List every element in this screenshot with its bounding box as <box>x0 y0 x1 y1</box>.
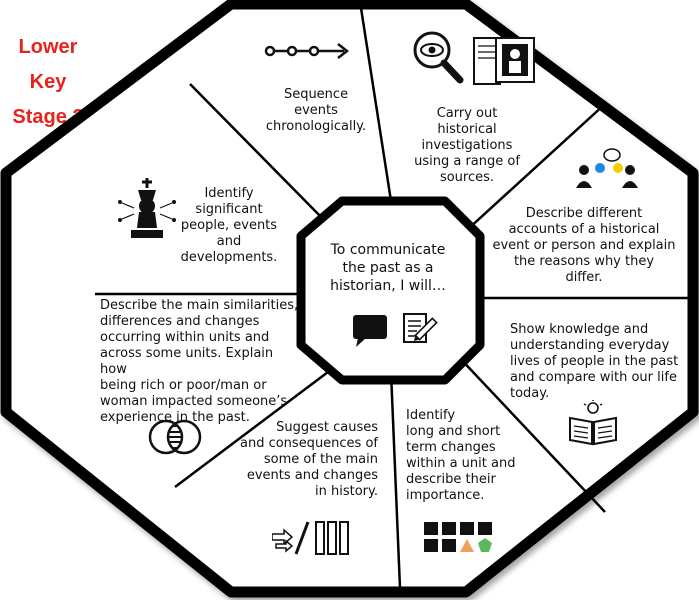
text-line: importance. <box>406 488 485 503</box>
text-line: Show knowledge and <box>510 322 649 337</box>
speech-bubble-icon <box>353 315 387 347</box>
open-book-lightbulb-icon <box>569 400 617 446</box>
text-line: Sequence <box>283 87 349 102</box>
notepad-pencil-icon <box>403 313 438 343</box>
text-line: chronologically. <box>265 119 367 134</box>
text-line: Carry out <box>436 106 498 121</box>
text-line: and consequences of <box>239 436 378 451</box>
text-line: Describe the main similarities, <box>100 298 299 313</box>
text-line: differ. <box>565 270 603 285</box>
text-line: Identify <box>406 408 456 423</box>
center-line: historian, I will… <box>330 278 446 294</box>
text-line: significant <box>195 202 263 217</box>
text-line: lives of people in the past <box>510 354 679 369</box>
text-line: accounts of a historical <box>508 222 660 237</box>
text-line: in history. <box>315 484 378 499</box>
center-line: To communicate <box>330 242 446 258</box>
text-line: today. <box>510 386 550 401</box>
segment-similarities-text: Describe the main similarities, differen… <box>100 298 304 426</box>
text-line: Describe different <box>525 206 643 221</box>
center-line: the past as a <box>342 260 434 276</box>
text-line: occurring within units and <box>100 330 270 345</box>
text-line: being rich or poor/man or <box>100 378 267 393</box>
timeline-arrow-icon <box>264 43 350 59</box>
segment-accounts-text: Describe different accounts of a histori… <box>484 206 684 286</box>
stage-title: Lower Key Stage 2 <box>0 30 96 135</box>
text-line: the reasons why they <box>513 254 655 269</box>
text-line: woman impacted someone’s <box>100 394 288 409</box>
text-line: and compare with our life <box>510 370 677 385</box>
text-line: people, events <box>180 218 278 233</box>
text-line: sources. <box>439 170 495 185</box>
text-line: across some units. Explain how <box>100 346 274 377</box>
stage-title-line: Lower <box>18 36 78 58</box>
stage-title-line: Key <box>29 71 67 93</box>
segment-everyday-lives-text: Show knowledge and understanding everyda… <box>510 322 696 402</box>
segment-causes-text: Suggest causes and consequences of some … <box>238 420 378 500</box>
text-line: events <box>294 103 338 118</box>
discussion-people-icon <box>576 148 638 188</box>
text-line: events and changes <box>246 468 378 483</box>
segment-changes-text: Identify long and short term changes wit… <box>406 408 536 504</box>
text-line: within a unit and <box>406 456 516 471</box>
magnifier-documents-icon <box>413 31 535 85</box>
text-line: differences and changes <box>100 314 260 329</box>
segment-dividers <box>95 7 692 589</box>
text-line: some of the main <box>263 452 378 467</box>
text-line: investigations <box>421 138 513 153</box>
text-line: historical <box>437 122 497 137</box>
segment-sequence-text: Sequence events chronologically. <box>254 87 378 135</box>
text-line: event or person and explain <box>492 238 676 253</box>
cause-effect-icon <box>272 521 349 555</box>
text-line: Identify <box>204 186 254 201</box>
text-line: term changes <box>406 440 496 455</box>
text-line: and <box>216 234 242 249</box>
text-line: understanding everyday <box>510 338 670 353</box>
segment-significant-text: Identify significant people, events and … <box>180 186 278 266</box>
segment-investigations-text: Carry out historical investigations usin… <box>408 106 526 186</box>
text-line: developments. <box>180 250 278 265</box>
shapes-grid-icon <box>424 522 492 552</box>
text-line: Suggest causes <box>276 420 378 435</box>
text-line: describe their <box>406 472 496 487</box>
venn-diagram-icon <box>148 419 202 455</box>
inner-octagon <box>296 196 485 385</box>
chess-king-icon <box>118 178 176 238</box>
text-line: experience in the past. <box>100 410 250 425</box>
text-line: long and short <box>406 424 501 439</box>
center-statement: To communicate the past as a historian, … <box>322 241 454 295</box>
text-line: using a range of <box>414 154 520 169</box>
